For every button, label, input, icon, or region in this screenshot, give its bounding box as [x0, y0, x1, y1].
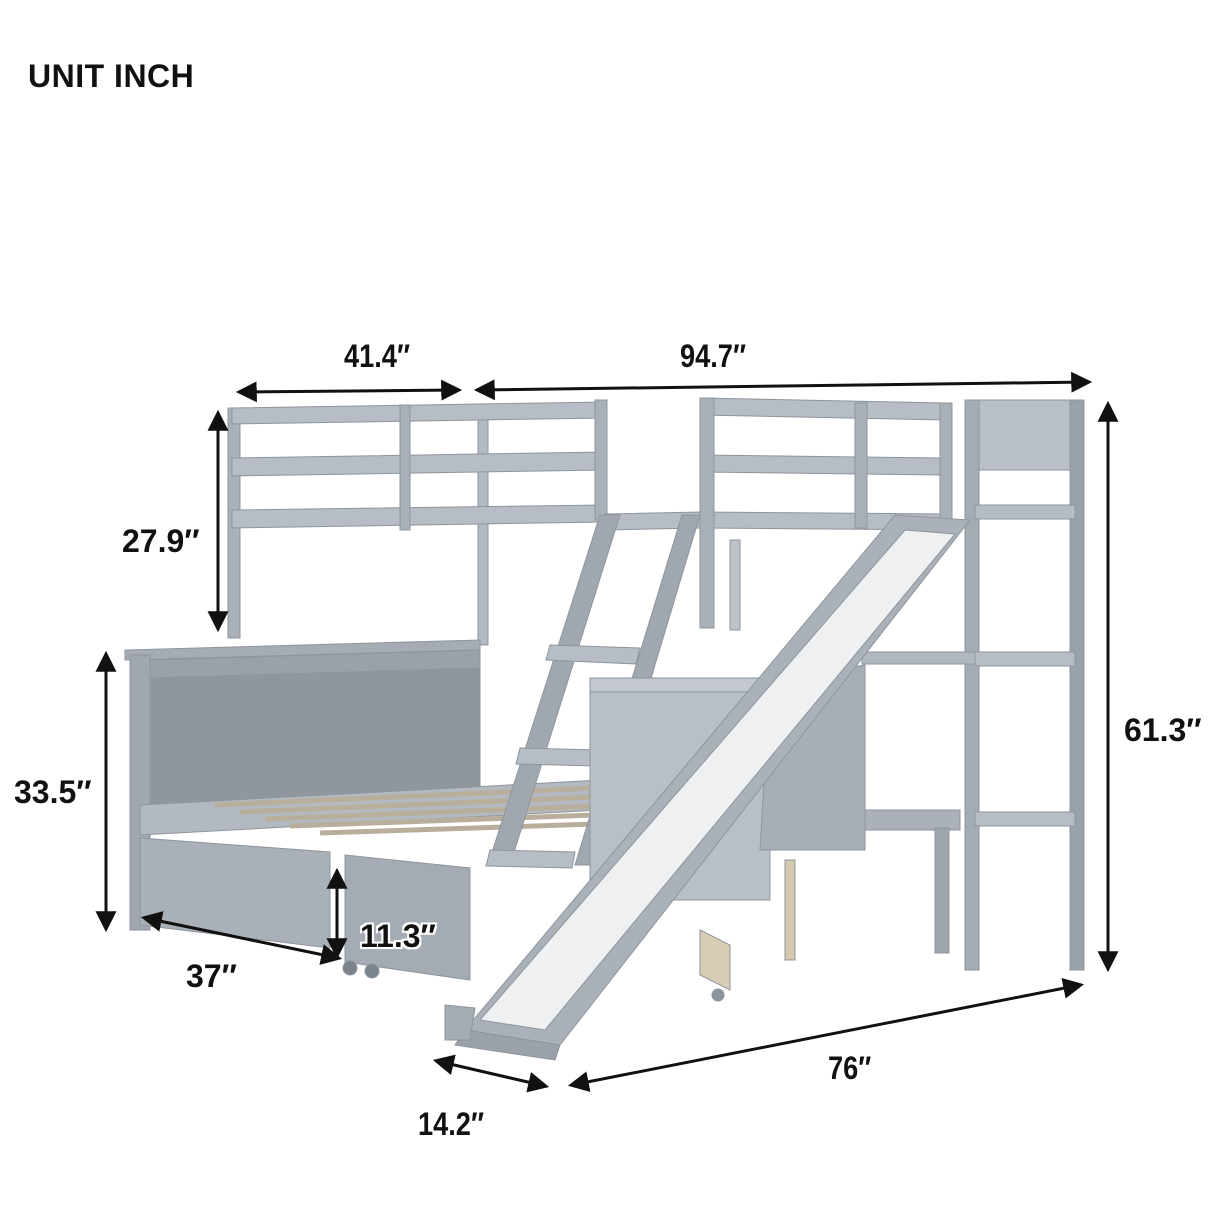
arrow-overall-depth: [567, 977, 1085, 1093]
label-overall-height: 61.3″: [1124, 712, 1202, 748]
dimension-arrows: [95, 371, 1119, 1093]
label-overall-depth: 76″: [828, 1050, 872, 1086]
bed-illustration: [124, 397, 1085, 1061]
label-drawer-width: 37″: [186, 958, 237, 994]
arrow-slide-width: [432, 1054, 550, 1093]
arrow-drawer-width: [140, 911, 343, 965]
arrow-top-bunk-width: [235, 379, 463, 403]
label-lower-headboard-height: 33.5″: [14, 774, 92, 810]
arrow-overall-length: [473, 371, 1093, 401]
label-top-bunk-width: 41.4″: [344, 338, 410, 374]
label-slide-width: 14.2″: [418, 1106, 484, 1142]
label-overall-length: 94.7″: [680, 338, 746, 374]
unit-label: UNIT INCH: [28, 58, 195, 94]
label-drawer-height: 11.3″: [360, 918, 436, 954]
label-guardrail-height: 27.9″: [122, 523, 200, 559]
